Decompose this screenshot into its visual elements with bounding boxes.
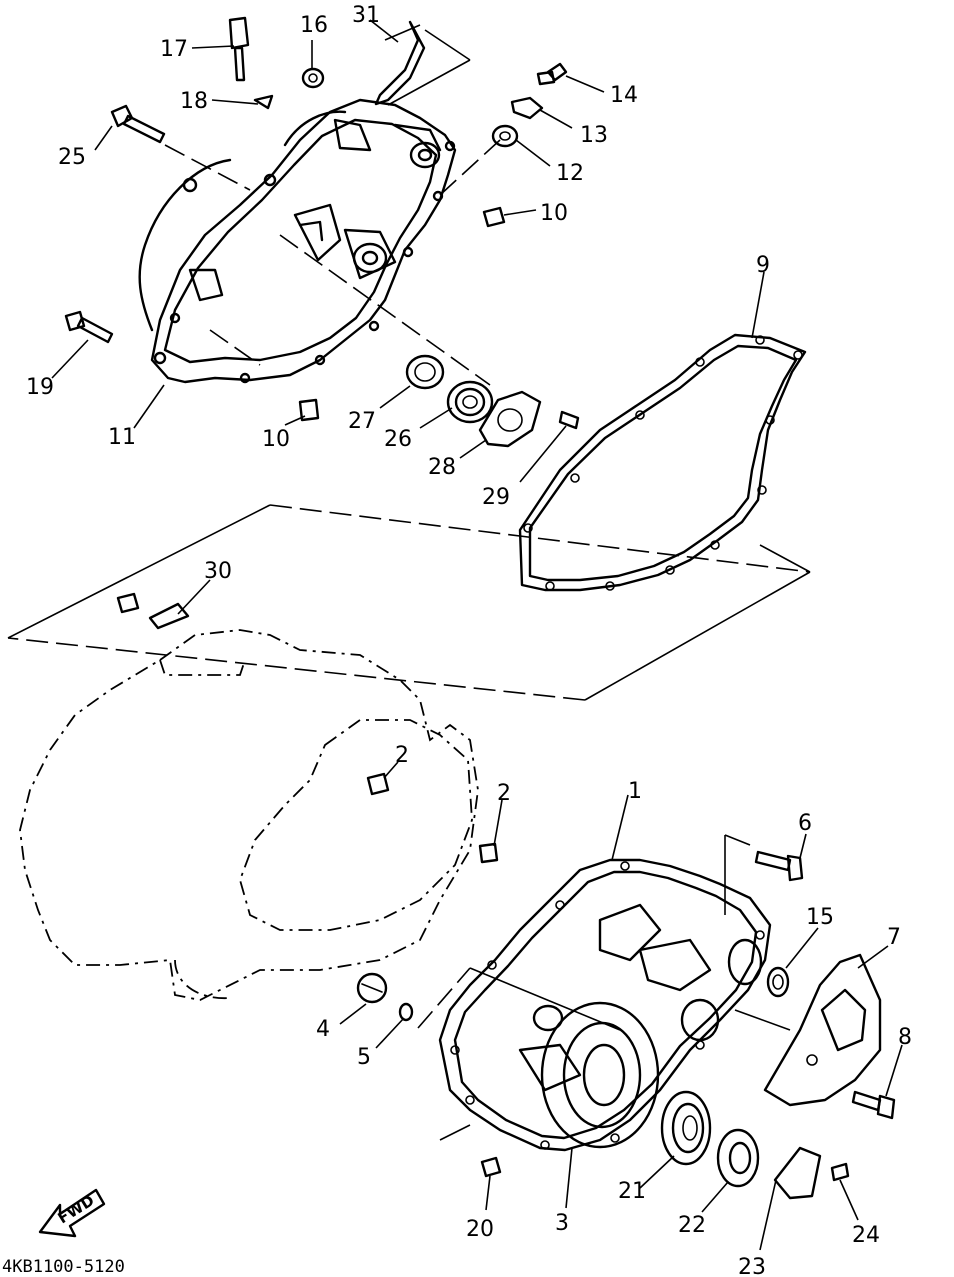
callout-23: 23 <box>738 1255 766 1277</box>
retainer-plate-28 <box>478 390 542 448</box>
crankcase-cover-left <box>138 98 457 384</box>
bolt-20 <box>480 1156 502 1178</box>
dowel-pin-2-lower <box>478 842 499 864</box>
callout-3: 3 <box>555 1211 569 1236</box>
o-ring-5 <box>398 1002 414 1022</box>
bolt-30 <box>116 592 190 630</box>
leader-lines <box>51 19 903 1251</box>
screw-24 <box>830 1162 850 1182</box>
oil-seal-small <box>301 67 325 89</box>
dowel-pin-10-upper <box>482 206 506 228</box>
callout-20: 20 <box>466 1217 494 1242</box>
crankcase-phantom <box>19 629 479 1001</box>
oil-seal-22 <box>716 1128 760 1188</box>
collar-12 <box>491 124 519 148</box>
callout-8: 8 <box>898 1025 912 1050</box>
callout-18: 18 <box>180 89 208 114</box>
callout-11: 11 <box>108 425 136 450</box>
bolt-8 <box>851 1090 896 1120</box>
callout-29: 29 <box>482 485 510 510</box>
callout-15: 15 <box>806 905 834 930</box>
oil-seal-27 <box>405 354 445 390</box>
callout-9: 9 <box>756 253 770 278</box>
callout-7: 7 <box>887 925 901 950</box>
callout-12: 12 <box>556 161 584 186</box>
callout-16: 16 <box>300 13 328 38</box>
crankcase-cover-right <box>438 858 772 1152</box>
callout-5: 5 <box>357 1045 371 1070</box>
callout-6: 6 <box>798 811 812 836</box>
clamp-bracket <box>374 20 426 106</box>
guard-7 <box>763 953 882 1107</box>
callout-1: 1 <box>628 779 642 804</box>
bolt-19 <box>64 310 114 344</box>
bolt-6 <box>754 850 804 882</box>
callout-21: 21 <box>618 1179 646 1204</box>
dowel-pin-2-upper <box>366 772 390 796</box>
callout-13: 13 <box>580 123 608 148</box>
callout-2-upper: 2 <box>395 743 409 768</box>
drain-bolt-assembly <box>228 16 274 110</box>
callout-14: 14 <box>610 83 638 108</box>
assembly-outlines <box>7 24 811 1141</box>
bolt-14 <box>536 62 568 86</box>
diagram-code: 4KB1100-5120 <box>2 1257 125 1277</box>
callout-4: 4 <box>316 1017 330 1042</box>
callout-2-lower: 2 <box>497 781 511 806</box>
fwd-arrow-icon: FWD <box>38 1188 106 1238</box>
bearing-26 <box>446 380 494 424</box>
callout-30: 30 <box>204 559 232 584</box>
plate-23 <box>773 1146 822 1200</box>
plate-13 <box>510 96 544 120</box>
dowel-pin-10-lower <box>298 398 320 422</box>
bearing-21 <box>660 1090 712 1166</box>
seal-15 <box>766 966 790 998</box>
callout-19: 19 <box>26 375 54 400</box>
bolt-25 <box>110 104 166 144</box>
callout-10-upper: 10 <box>540 201 568 226</box>
callout-27: 27 <box>348 409 376 434</box>
callout-10-lower: 10 <box>262 427 290 452</box>
callout-17: 17 <box>160 37 188 62</box>
callout-25: 25 <box>58 145 86 170</box>
callout-24: 24 <box>852 1223 880 1248</box>
gasket-9 <box>518 333 807 592</box>
callout-28: 28 <box>428 455 456 480</box>
plug-4 <box>356 972 388 1004</box>
callout-31: 31 <box>352 3 380 28</box>
callout-labels: 1 2 2 3 4 5 6 7 8 9 10 10 11 12 13 14 15… <box>26 3 912 1277</box>
callout-22: 22 <box>678 1213 706 1238</box>
screw-29 <box>558 410 580 430</box>
callout-26: 26 <box>384 427 412 452</box>
